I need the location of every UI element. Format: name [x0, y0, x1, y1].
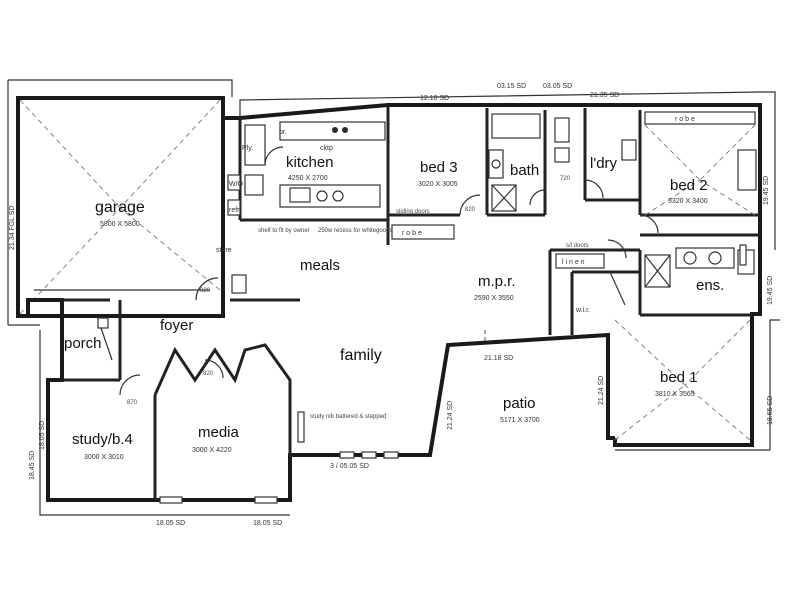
patio-left-dim: 21.24 SD — [447, 401, 454, 430]
study-left-dim: 18.45 SD — [29, 451, 36, 480]
linen-label: l i n e n — [562, 259, 585, 266]
mpr-label: m.p.r. — [478, 273, 516, 290]
bed3-door-swing — [459, 194, 481, 216]
media-label: media — [198, 424, 240, 441]
bed1-dims: 3810 X 3565 — [655, 391, 695, 398]
top-main-dim: 12.18 SD — [420, 95, 449, 102]
bed3-robe — [391, 224, 455, 240]
bed3-sliding: sliding doors — [396, 209, 430, 215]
garage-label: garage — [95, 199, 145, 216]
meals-label: meals — [300, 257, 340, 274]
ldry-label: l'dry — [590, 155, 618, 172]
study-dims: 3000 X 3010 — [84, 454, 124, 461]
bed2-robe-label: r o b e — [675, 116, 695, 123]
family-label: family — [340, 347, 382, 364]
bed2-dims: 3320 X 3400 — [668, 198, 708, 205]
top-right-dim3: 21.35 SD — [590, 92, 619, 99]
mpr-dims: 2590 X 3550 — [474, 295, 514, 302]
kitchen-dims: 4250 X 2700 — [288, 175, 328, 182]
cktp-label: cktp — [320, 145, 333, 152]
family-note: study nib battered & stepped — [310, 414, 386, 420]
patio-top-dim: 21.18 SD — [484, 355, 513, 362]
kitchen-fixtures — [227, 121, 386, 216]
exterior-walls — [26, 91, 780, 516]
store-cupboard — [231, 274, 247, 294]
patio-dims: 5171 X 3700 — [500, 417, 540, 424]
patio-label: patio — [503, 395, 536, 412]
whitegoods-note: 250w recess for whitegoods — [318, 228, 392, 234]
store-label: store — [216, 247, 232, 254]
wir-label: w.i.r. — [575, 307, 590, 314]
bed3-robe-label: r o b e — [402, 230, 422, 237]
linen-cupboard — [555, 253, 605, 269]
bath-door-size: 720 — [560, 176, 571, 182]
wo-label: W/O — [229, 181, 244, 188]
bed3-label: bed 3 — [420, 159, 458, 176]
bed1-label: bed 1 — [660, 369, 698, 386]
br-label: br. — [279, 129, 287, 136]
kitchen-label: kitchen — [286, 154, 334, 171]
ens-right-dim: 19.45 SD — [767, 276, 774, 305]
porch-post — [97, 317, 109, 329]
study-label: study/b.4 — [72, 431, 133, 448]
garage-dims: 5800 X 5800 — [100, 221, 140, 228]
patio-right-dim: 21.24 SD — [598, 376, 605, 405]
study-door-size: 870 — [127, 400, 138, 406]
bottom-left-dim2: 18.05 SD — [253, 520, 282, 527]
foyer-label: foyer — [160, 317, 193, 334]
media-dims: 3000 X 4220 — [192, 447, 232, 454]
entry-door — [99, 324, 113, 361]
study-left-dim2: 18.05 SD — [39, 421, 46, 450]
bottom-mid-dim: 3 / 05.05 SD — [330, 463, 369, 470]
window-marks — [159, 244, 747, 504]
pantry-label: Ply. — [242, 145, 253, 152]
garage-door-size: 820 — [200, 288, 211, 294]
bed2-label: bed 2 — [670, 177, 708, 194]
refr-label: refr. — [229, 207, 241, 214]
bed1-fixtures — [614, 319, 751, 441]
bed2-right-dim: 19.45 SD — [763, 176, 770, 205]
bed2-fixtures — [639, 111, 757, 234]
porch-label: porch — [64, 335, 102, 352]
bed3-dims: 3020 X 3005 — [418, 181, 458, 188]
bath-label: bath — [510, 162, 539, 179]
shelf-note: shelf to fit by owner — [258, 228, 310, 234]
bed3-door-size: 820 — [465, 207, 476, 213]
media-door-swing — [204, 359, 224, 379]
ens-label: ens. — [696, 277, 724, 294]
media-door-size: 820 — [203, 371, 214, 377]
garage-left-dim: 21.34 FGL SD — [9, 206, 16, 251]
bed1-right-dim: 18.65 SD — [767, 396, 774, 425]
top-right-dim2: 03.05 SD — [543, 83, 572, 90]
laundry-fixtures — [554, 117, 637, 199]
study-door-swing — [119, 374, 141, 396]
top-right-dim1: 03.15 SD — [497, 83, 526, 90]
garage-door-swing — [195, 277, 219, 301]
bottom-left-dim1: 18.05 SD — [156, 520, 185, 527]
linen-doors: s/l doors — [566, 243, 589, 249]
bath-fixtures — [488, 113, 546, 212]
interior-walls — [62, 105, 760, 500]
